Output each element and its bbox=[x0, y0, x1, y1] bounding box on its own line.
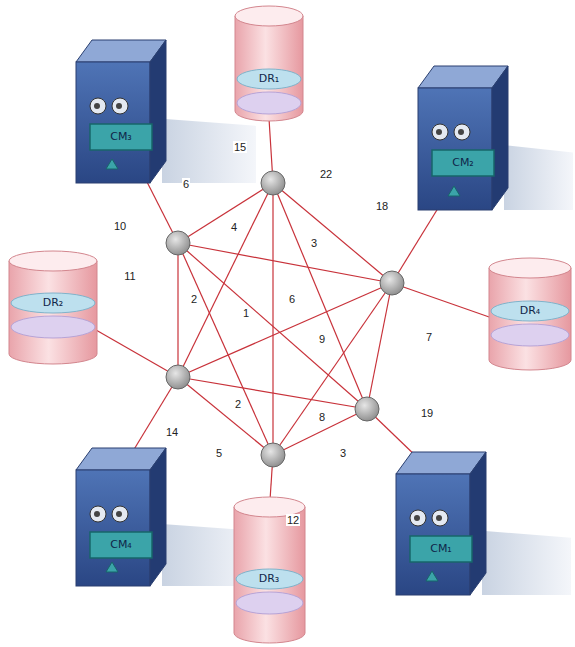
edge-weight: 7 bbox=[425, 331, 433, 343]
edge-weight: 6 bbox=[182, 178, 190, 190]
edge-weight: 19 bbox=[420, 407, 434, 419]
server-shape bbox=[418, 66, 573, 210]
server-shape bbox=[396, 452, 571, 595]
node-label: CM₃ bbox=[110, 131, 132, 143]
compute-server: CM₂ bbox=[418, 66, 573, 210]
node-label: DR₄ bbox=[520, 305, 541, 317]
data-repository: DR₂ bbox=[8, 250, 98, 365]
edge-weight: 11 bbox=[123, 270, 136, 282]
data-repository: DR₄ bbox=[488, 257, 572, 371]
server-shape bbox=[76, 448, 256, 586]
node-label: DR₂ bbox=[43, 297, 64, 309]
cylinder-shape bbox=[234, 5, 304, 122]
compute-server: CM₄ bbox=[76, 448, 256, 586]
edge-weight: 3 bbox=[339, 447, 347, 459]
compute-server: CM₃ bbox=[76, 40, 256, 183]
node-label: DR₃ bbox=[259, 573, 280, 585]
edge-weight: 1 bbox=[242, 307, 250, 319]
edge-weight: 8 bbox=[318, 411, 326, 423]
edge-weight: 14 bbox=[165, 426, 179, 438]
edge-weight: 6 bbox=[288, 293, 296, 305]
node-label: CM₄ bbox=[110, 539, 132, 551]
node-label: DR₁ bbox=[259, 73, 280, 85]
server-shape bbox=[76, 40, 256, 183]
edge-weight: 12 bbox=[286, 514, 300, 526]
edge-weight: 15 bbox=[233, 141, 247, 153]
edge-weight: 2 bbox=[234, 398, 242, 410]
edge-weight: 4 bbox=[230, 221, 238, 233]
node-label: CM₁ bbox=[430, 543, 452, 555]
edge-weight: 3 bbox=[310, 237, 318, 249]
edge-weight: 9 bbox=[318, 333, 326, 345]
edge-weight: 10 bbox=[113, 220, 127, 232]
data-repository: DR₁ bbox=[234, 5, 304, 122]
edge-weight: 18 bbox=[375, 200, 389, 212]
edge-weight: 2 bbox=[190, 293, 198, 305]
node-label: CM₂ bbox=[452, 157, 474, 169]
edge-weight: 22 bbox=[319, 168, 333, 180]
edge-weight: 5 bbox=[215, 447, 223, 459]
compute-server: CM₁ bbox=[396, 452, 571, 595]
